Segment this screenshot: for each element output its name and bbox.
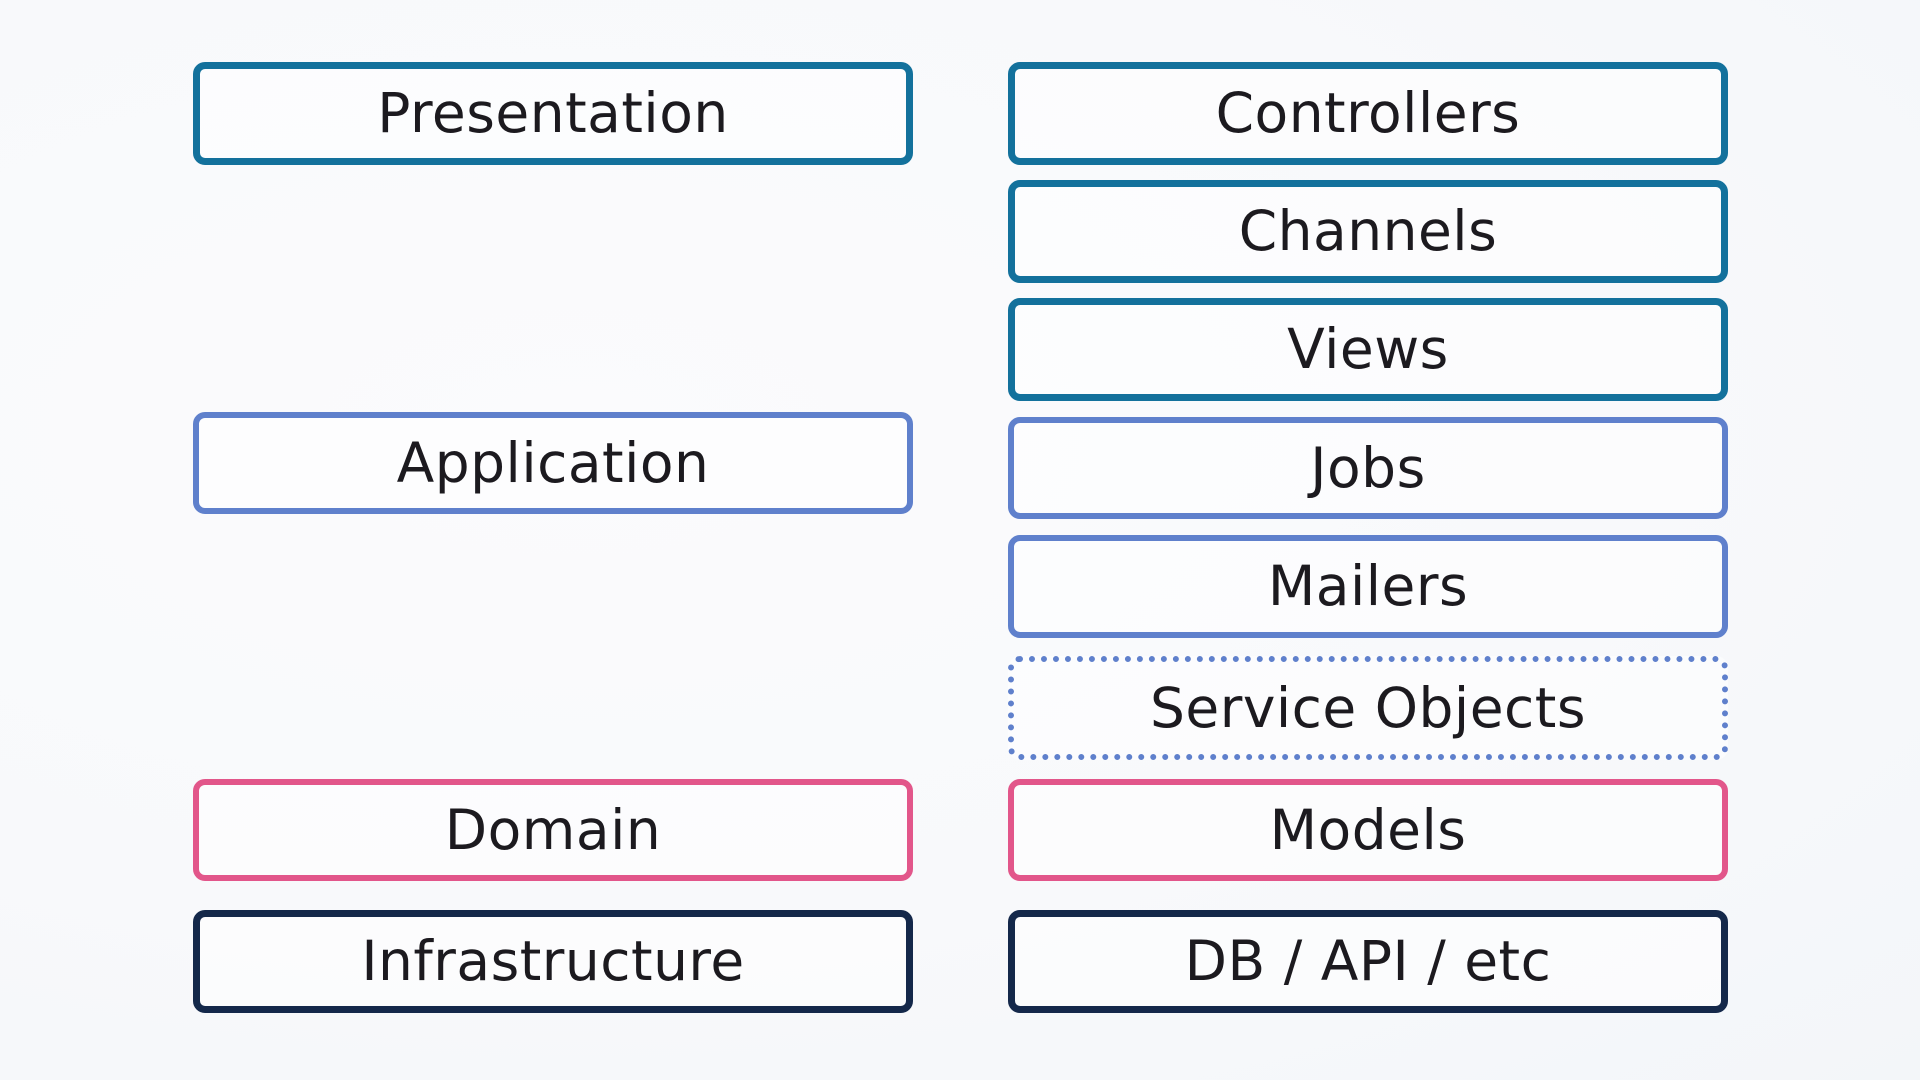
component-db-api-etc: DB / API / etc — [1008, 910, 1728, 1013]
layer-application-label: Application — [396, 430, 710, 495]
layer-presentation-label: Presentation — [377, 81, 729, 145]
layer-presentation: Presentation — [193, 62, 913, 165]
component-mailers-label: Mailers — [1267, 554, 1469, 618]
component-controllers-label: Controllers — [1215, 81, 1521, 145]
component-views: Views — [1008, 298, 1728, 401]
component-jobs-label: Jobs — [1310, 435, 1426, 500]
component-channels-label: Channels — [1238, 199, 1498, 263]
layer-infrastructure: Infrastructure — [193, 910, 913, 1013]
layer-infrastructure-label: Infrastructure — [361, 929, 745, 993]
layer-application: Application — [193, 412, 913, 514]
layer-domain: Domain — [193, 779, 913, 881]
component-models: Models — [1008, 779, 1728, 881]
component-models-label: Models — [1269, 797, 1467, 862]
component-channels: Channels — [1008, 180, 1728, 283]
component-mailers: Mailers — [1008, 535, 1728, 638]
component-controllers: Controllers — [1008, 62, 1728, 165]
layer-domain-label: Domain — [444, 797, 662, 862]
component-views-label: Views — [1287, 317, 1449, 381]
component-service-objects: Service Objects — [1008, 656, 1728, 760]
component-db-api-etc-label: DB / API / etc — [1184, 929, 1552, 993]
component-service-objects-label: Service Objects — [1149, 675, 1587, 740]
component-jobs: Jobs — [1008, 417, 1728, 519]
